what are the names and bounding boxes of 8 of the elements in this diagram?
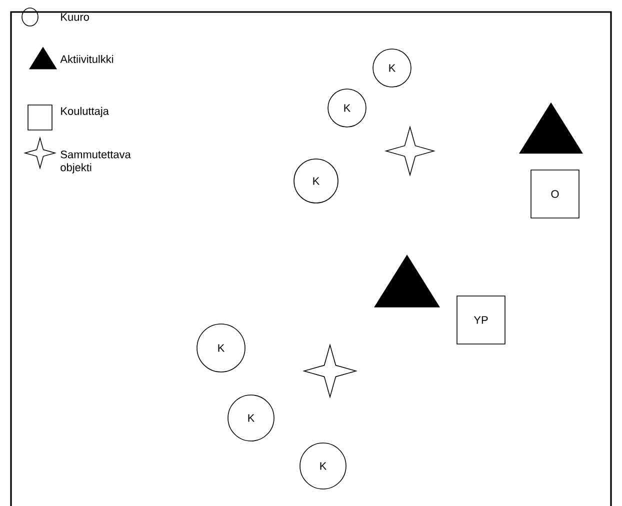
legend-text: Kuuro: [61, 13, 89, 21]
legend-text: Sammutettava objekti: [60, 150, 131, 174]
trainer-box: O: [530, 170, 580, 218]
interpreter-triangle: [374, 254, 440, 308]
legend-text: Aktiivitulkki: [60, 54, 114, 64]
trainer-box: YP: [456, 296, 506, 344]
interpreter-triangle: [519, 102, 583, 154]
legend-text: Kouluttaja: [61, 106, 109, 118]
